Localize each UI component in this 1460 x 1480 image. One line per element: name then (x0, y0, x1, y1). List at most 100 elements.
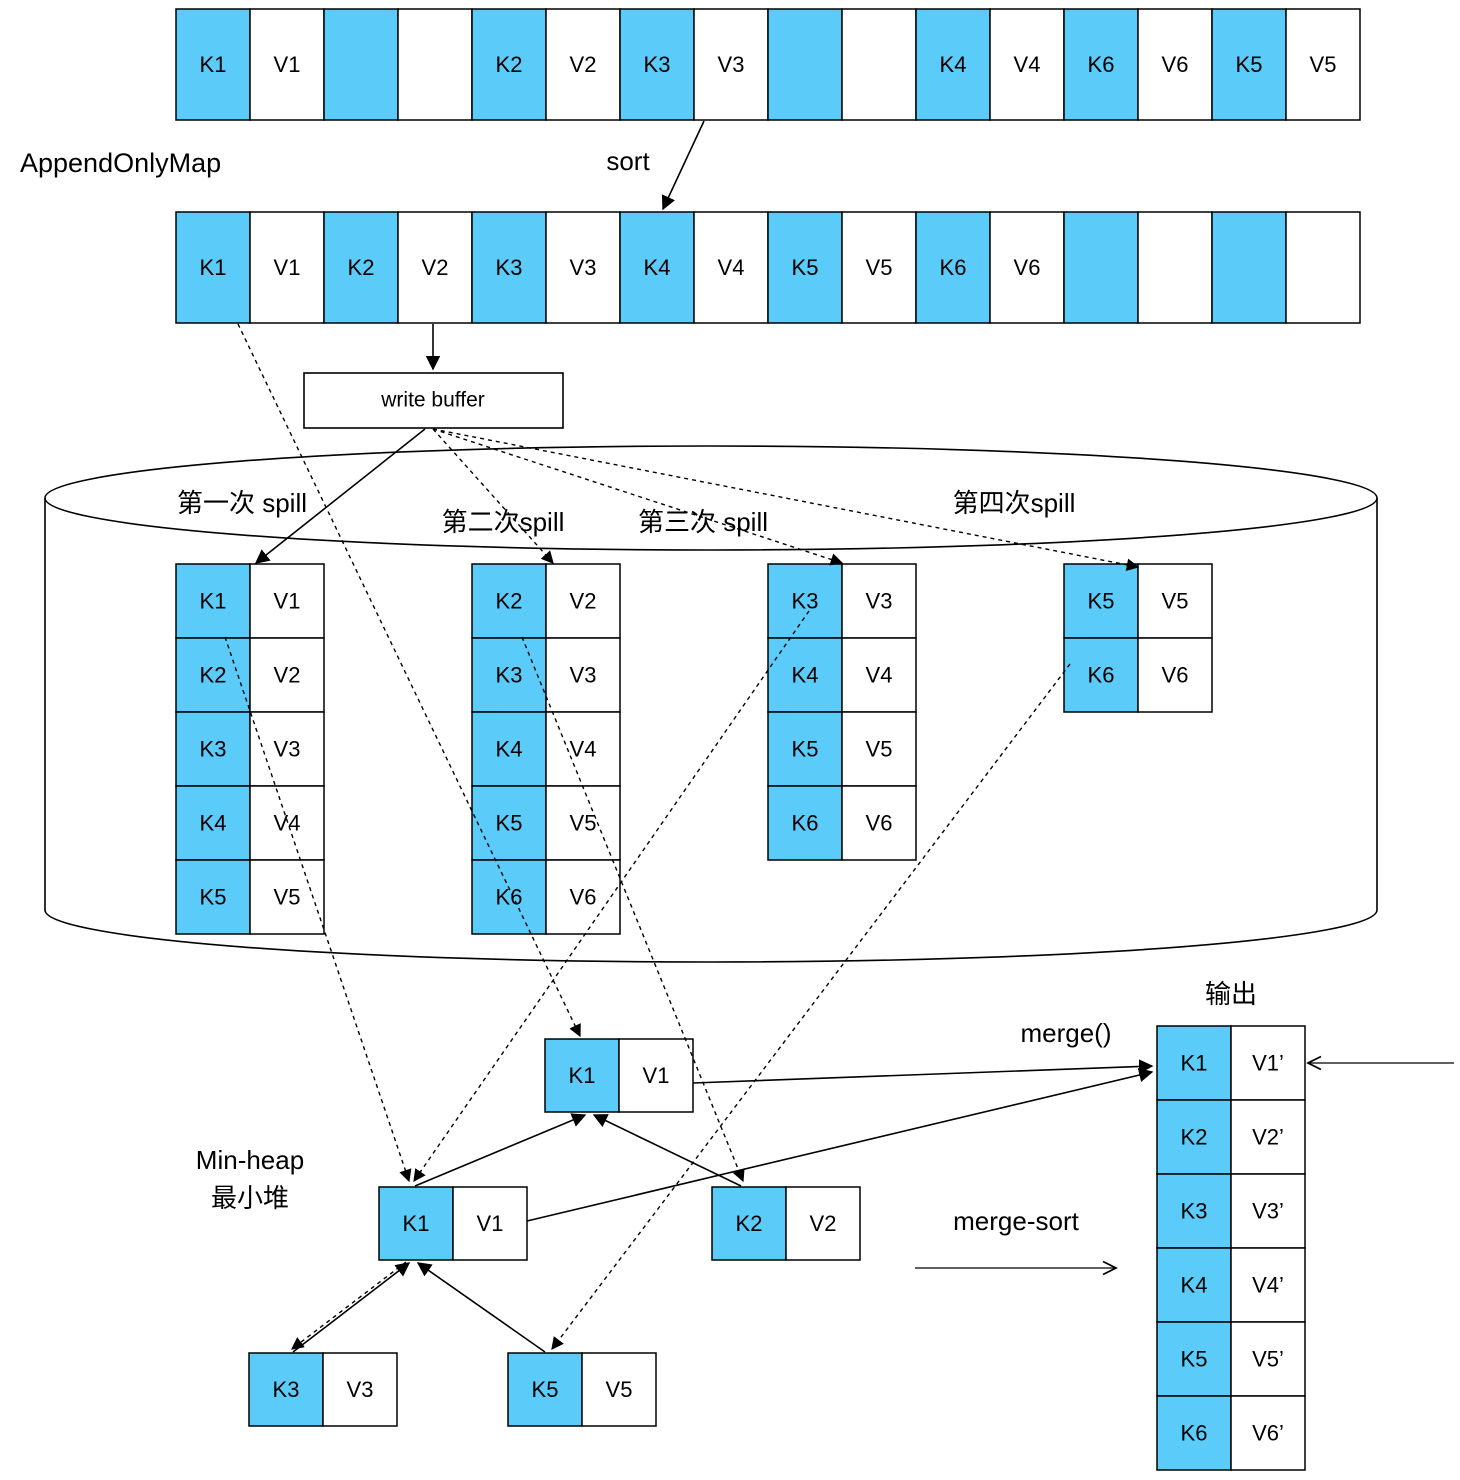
dashed-arrows (224, 323, 1140, 1351)
heap-node-left-value-0-text: V1 (477, 1211, 504, 1236)
map-after-sort-key-1: K2 (323, 211, 399, 324)
heap-node-left-left-value-0: V3 (322, 1352, 398, 1427)
heap-node-left-key-0: K1 (378, 1186, 454, 1261)
map-after-sort-key-2: K3 (471, 211, 547, 324)
spill-run-4-key-1: K6 (1063, 637, 1139, 713)
spill-2-to-heap-right (521, 636, 745, 1183)
spill-2-arrow (432, 428, 554, 564)
heap-node-root: K1 V1 (544, 1038, 694, 1113)
map-after-sort-value-0-text: V1 (274, 255, 301, 280)
spill-3-label: 第三次 spill (638, 507, 768, 537)
heap-node-left-left-value-0-text: V3 (347, 1377, 374, 1402)
sort-label: sort (606, 146, 650, 176)
min-heap-label-en: Min-heap (196, 1145, 304, 1175)
spill-run-1-key-3: K4 (175, 785, 251, 861)
heap-node-root-value-0-text: V1 (643, 1063, 670, 1088)
spill-2-label: 第二次spill (442, 507, 565, 537)
write-buffer: write buffer (303, 372, 564, 429)
spill-run-3-key-1-text: K4 (792, 663, 819, 688)
output-run-value-3-text: V4’ (1252, 1273, 1284, 1298)
map-before-sort-key-4 (767, 8, 843, 121)
write-buffer-label: write buffer (380, 389, 485, 412)
output-run-value-4: V5’ (1230, 1321, 1306, 1397)
heap-node-left-left: K3 V3 (248, 1352, 398, 1427)
output-run-key-5-text: K6 (1181, 1421, 1208, 1446)
map-before-sort-key-6-text: K6 (1088, 52, 1115, 77)
spill-run-3-key-0-text: K3 (792, 589, 819, 614)
merge-left-arrow (526, 1068, 1154, 1222)
map-after-sort-value-3-text: V4 (718, 255, 745, 280)
output-run-key-5: K6 (1156, 1395, 1232, 1471)
map-after-sort-value-7 (1285, 211, 1361, 324)
spill-1-arrow (254, 428, 426, 564)
spill-run-4-key-0: K5 (1063, 563, 1139, 639)
merge-sort-label: merge-sort (953, 1206, 1079, 1236)
map-before-sort-key-3-text: K3 (644, 52, 671, 77)
spill-run-2-value-4: V6 (545, 859, 621, 935)
map-before-sort-key-7: K5 (1211, 8, 1287, 121)
map-before-sort-value-7: V5 (1285, 8, 1361, 121)
map-after-sort-key-3-text: K4 (644, 255, 671, 280)
map-after-sort-key-0-text: K1 (200, 255, 227, 280)
spill-run-2-key-2-text: K4 (496, 737, 523, 762)
spill-run-1-value-0-text: V1 (274, 589, 301, 614)
output-run-key-0-text: K1 (1181, 1051, 1208, 1076)
merge-label: merge() (1020, 1018, 1111, 1048)
spill-run-1-key-2-text: K3 (200, 737, 227, 762)
heap-left-to-ll (290, 1261, 407, 1350)
map-before-sort-value-6: V6 (1137, 8, 1213, 121)
map-before-sort-key-6: K6 (1063, 8, 1139, 121)
heap-node-left-right-key-0: K5 (507, 1352, 583, 1427)
spill-run-3-key-2: K5 (767, 711, 843, 787)
spill-run-4-key-1-text: K6 (1088, 663, 1115, 688)
map-before-sort-value-0-text: V1 (274, 52, 301, 77)
spill-run-2-value-0: V2 (545, 563, 621, 639)
map-before-sort-key-1 (323, 8, 399, 121)
output-run-key-3: K4 (1156, 1247, 1232, 1323)
map-after-sort-value-5-text: V6 (1014, 255, 1041, 280)
spill-4-label: 第四次spill (953, 488, 1076, 518)
spill-run-3-key-3-text: K6 (792, 811, 819, 836)
spill-run-3-key-2-text: K5 (792, 737, 819, 762)
map-after-sort-key-0: K1 (175, 211, 251, 324)
map-after-sort-value-1: V2 (397, 211, 473, 324)
output-run-value-0: V1’ (1230, 1025, 1306, 1101)
map-before-sort-value-2: V2 (545, 8, 621, 121)
spill-run-2-value-4-text: V6 (570, 885, 597, 910)
map-after-sort-value-0: V1 (249, 211, 325, 324)
spill-run-1-value-4: V5 (249, 859, 325, 935)
heap-node-root-key-0: K1 (544, 1038, 620, 1113)
map-before-sort-value-5: V4 (989, 8, 1065, 121)
map-before-sort-value-2-text: V2 (570, 52, 597, 77)
spill-run-4-value-1-text: V6 (1162, 663, 1189, 688)
spill-run-2-value-0-text: V2 (570, 589, 597, 614)
spill-run-2-value-2-text: V4 (570, 737, 597, 762)
spill-run-2-key-1: K3 (471, 637, 547, 713)
spill-run-2-value-1: V3 (545, 637, 621, 713)
output-run-key-3-text: K4 (1181, 1273, 1208, 1298)
heap-edge-left-root (414, 1113, 587, 1187)
spill-run-1-key-0-text: K1 (200, 589, 227, 614)
map-after-sort-value-4: V5 (841, 211, 917, 324)
spill-run-1-value-3-text: V4 (274, 811, 301, 836)
output-run-value-1-text: V2’ (1252, 1125, 1284, 1150)
map-before-sort-key-2: K2 (471, 8, 547, 121)
map-after-sort-key-5: K6 (915, 211, 991, 324)
map-after-sort-key-2-text: K3 (496, 255, 523, 280)
spill-run-1-value-0: V1 (249, 563, 325, 639)
spill-run-1-value-1-text: V2 (274, 663, 301, 688)
spill-run-1-value-4-text: V5 (274, 885, 301, 910)
map-after-sort-key-7 (1211, 211, 1287, 324)
spill-run-2-key-2: K4 (471, 711, 547, 787)
spill-run-3-value-3-text: V6 (866, 811, 893, 836)
output-run-value-0-text: V1’ (1252, 1051, 1284, 1076)
spill-run-3-key-3: K6 (767, 785, 843, 861)
heap-node-left-left-key-0-text: K3 (273, 1377, 300, 1402)
spill-run-1-value-2-text: V3 (274, 737, 301, 762)
spill-run-1-key-1: K2 (175, 637, 251, 713)
heap-node-left-value-0: V1 (452, 1186, 528, 1261)
map-before-sort-key-5: K4 (915, 8, 991, 121)
